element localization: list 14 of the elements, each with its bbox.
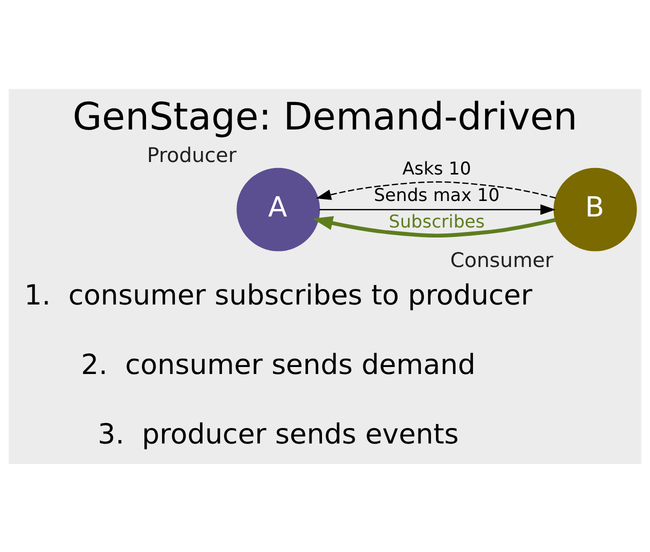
node-circle: A (236, 167, 320, 251)
diagram-title: GenStage: Demand-driven (72, 94, 578, 138)
edge-label: Subscribes (388, 212, 485, 232)
node-label: Consumer (450, 247, 554, 272)
label: 2. consumer sends demand (81, 347, 476, 380)
label: 1. consumer subscribes to producer (24, 278, 532, 311)
node-circle: B (554, 167, 637, 251)
edge-label: Sends max 10 (374, 185, 500, 206)
arrow (319, 204, 556, 214)
label: 3. producer sends events (98, 416, 459, 450)
arrow (312, 216, 556, 237)
arrow (316, 180, 556, 200)
edge-label: Asks 10 (402, 158, 472, 179)
node-label: Producer (147, 142, 237, 166)
